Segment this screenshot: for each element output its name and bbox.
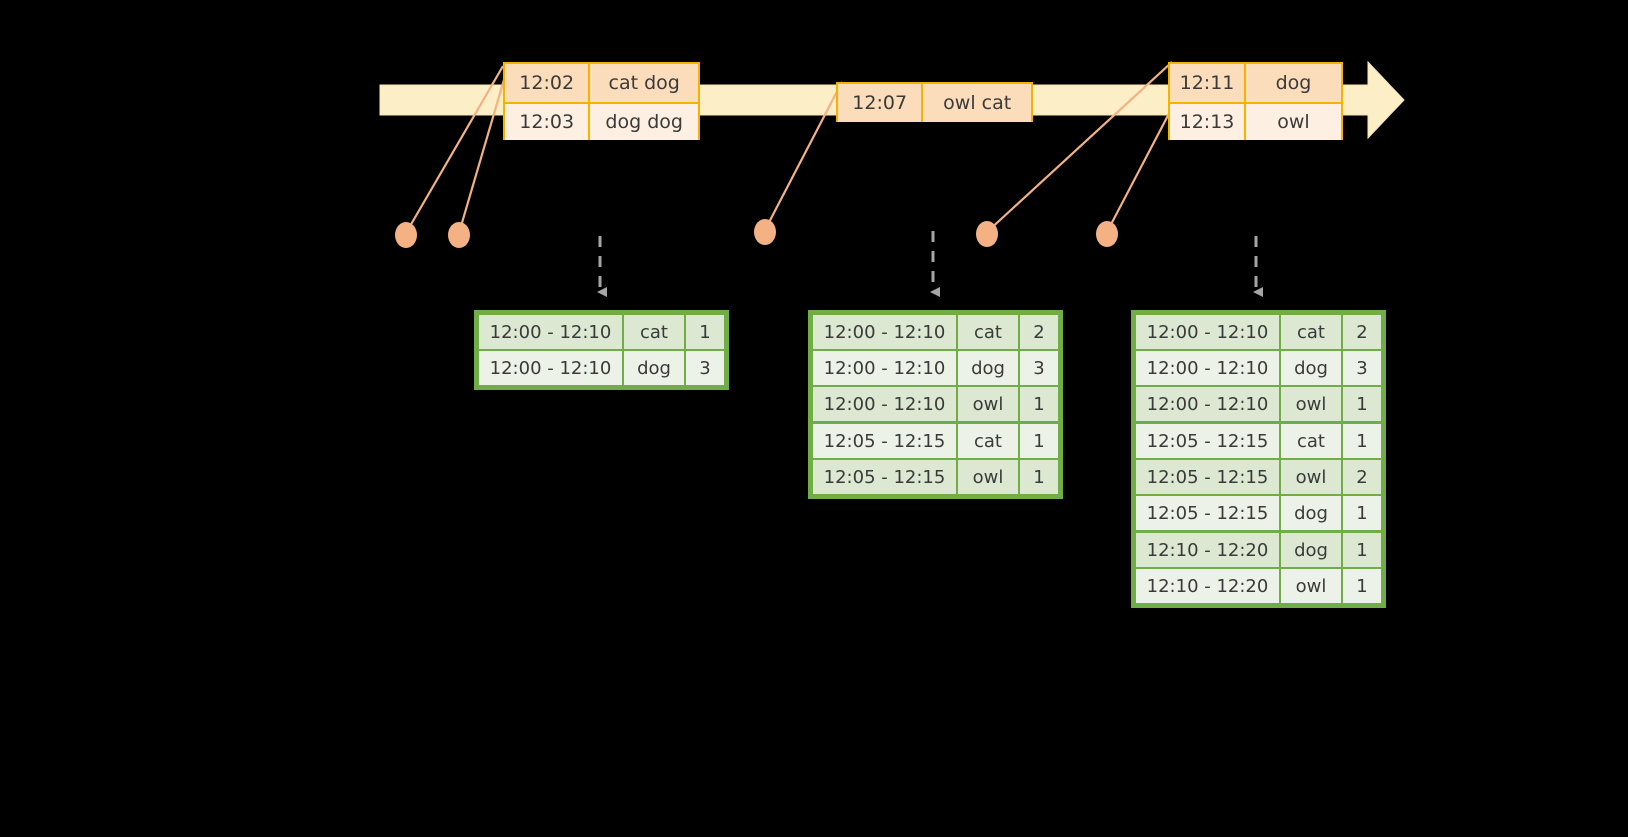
event-row[interactable]: 12:11 dog	[1170, 64, 1341, 102]
cell-count: 3	[1343, 351, 1381, 385]
cell-count: 1	[1343, 496, 1381, 530]
event-group-1[interactable]: 12:02 cat dog 12:03 dog dog	[503, 62, 700, 140]
cell-word: dog	[1281, 351, 1341, 385]
event-row[interactable]: 12:02 cat dog	[505, 64, 698, 102]
cell-window: 12:00 - 12:10	[479, 315, 622, 349]
cell-count: 1	[1020, 387, 1058, 421]
cell-window: 12:05 - 12:15	[1136, 424, 1279, 458]
cell-window: 12:00 - 12:10	[1136, 387, 1279, 421]
cell-window: 12:05 - 12:15	[813, 460, 956, 494]
cell-window: 12:00 - 12:10	[1136, 315, 1279, 349]
event-words: dog	[1244, 64, 1341, 102]
cell-word: cat	[958, 424, 1018, 458]
cell-word: owl	[958, 460, 1018, 494]
cell-count: 1	[1020, 460, 1058, 494]
cell-count: 2	[1343, 460, 1381, 494]
marker-dots	[395, 219, 1118, 248]
event-row[interactable]: 12:13 owl	[1170, 102, 1341, 140]
cell-window: 12:10 - 12:20	[1136, 569, 1279, 603]
cell-word: owl	[1281, 569, 1341, 603]
event-time: 12:02	[505, 64, 589, 102]
flow-arrows	[597, 231, 1263, 297]
cell-window: 12:00 - 12:10	[813, 315, 956, 349]
event-row[interactable]: 12:03 dog dog	[505, 102, 698, 140]
event-words: dog dog	[588, 104, 698, 140]
cell-window: 12:00 - 12:10	[1136, 351, 1279, 385]
cell-word: dog	[1281, 533, 1341, 567]
cell-word: dog	[1281, 496, 1341, 530]
cell-window: 12:05 - 12:15	[1136, 460, 1279, 494]
cell-word: cat	[958, 315, 1018, 349]
cell-window: 12:00 - 12:10	[479, 351, 622, 385]
event-time: 12:07	[838, 84, 922, 122]
cell-count: 1	[1343, 533, 1381, 567]
event-time: 12:13	[1170, 104, 1244, 140]
event-words: owl cat	[921, 84, 1031, 122]
cell-window: 12:10 - 12:20	[1136, 533, 1279, 567]
cell-window: 12:00 - 12:10	[813, 387, 956, 421]
event-time: 12:03	[505, 104, 589, 140]
cell-count: 1	[1343, 569, 1381, 603]
cell-word: cat	[1281, 315, 1341, 349]
event-words: cat dog	[588, 64, 698, 102]
cell-count: 2	[1020, 315, 1058, 349]
cell-word: owl	[958, 387, 1018, 421]
cell-word: cat	[1281, 424, 1341, 458]
cell-count: 3	[686, 351, 724, 385]
event-group-3[interactable]: 12:11 dog 12:13 owl	[1168, 62, 1343, 140]
cell-word: owl	[1281, 460, 1341, 494]
cell-count: 1	[686, 315, 724, 349]
cell-count: 2	[1343, 315, 1381, 349]
marker-connectors	[405, 61, 1175, 234]
cell-count: 1	[1343, 387, 1381, 421]
cell-count: 3	[1020, 351, 1058, 385]
event-words: owl	[1244, 104, 1341, 140]
cell-count: 1	[1020, 424, 1058, 458]
cell-word: cat	[624, 315, 684, 349]
cell-word: dog	[624, 351, 684, 385]
event-group-2[interactable]: 12:07 owl cat	[836, 82, 1033, 122]
cell-window: 12:00 - 12:10	[813, 351, 956, 385]
cell-window: 12:05 - 12:15	[813, 424, 956, 458]
event-time: 12:11	[1170, 64, 1244, 102]
cell-count: 1	[1343, 424, 1381, 458]
cell-word: owl	[1281, 387, 1341, 421]
cell-word: dog	[958, 351, 1018, 385]
cell-window: 12:05 - 12:15	[1136, 496, 1279, 530]
event-row[interactable]: 12:07 owl cat	[838, 84, 1031, 122]
